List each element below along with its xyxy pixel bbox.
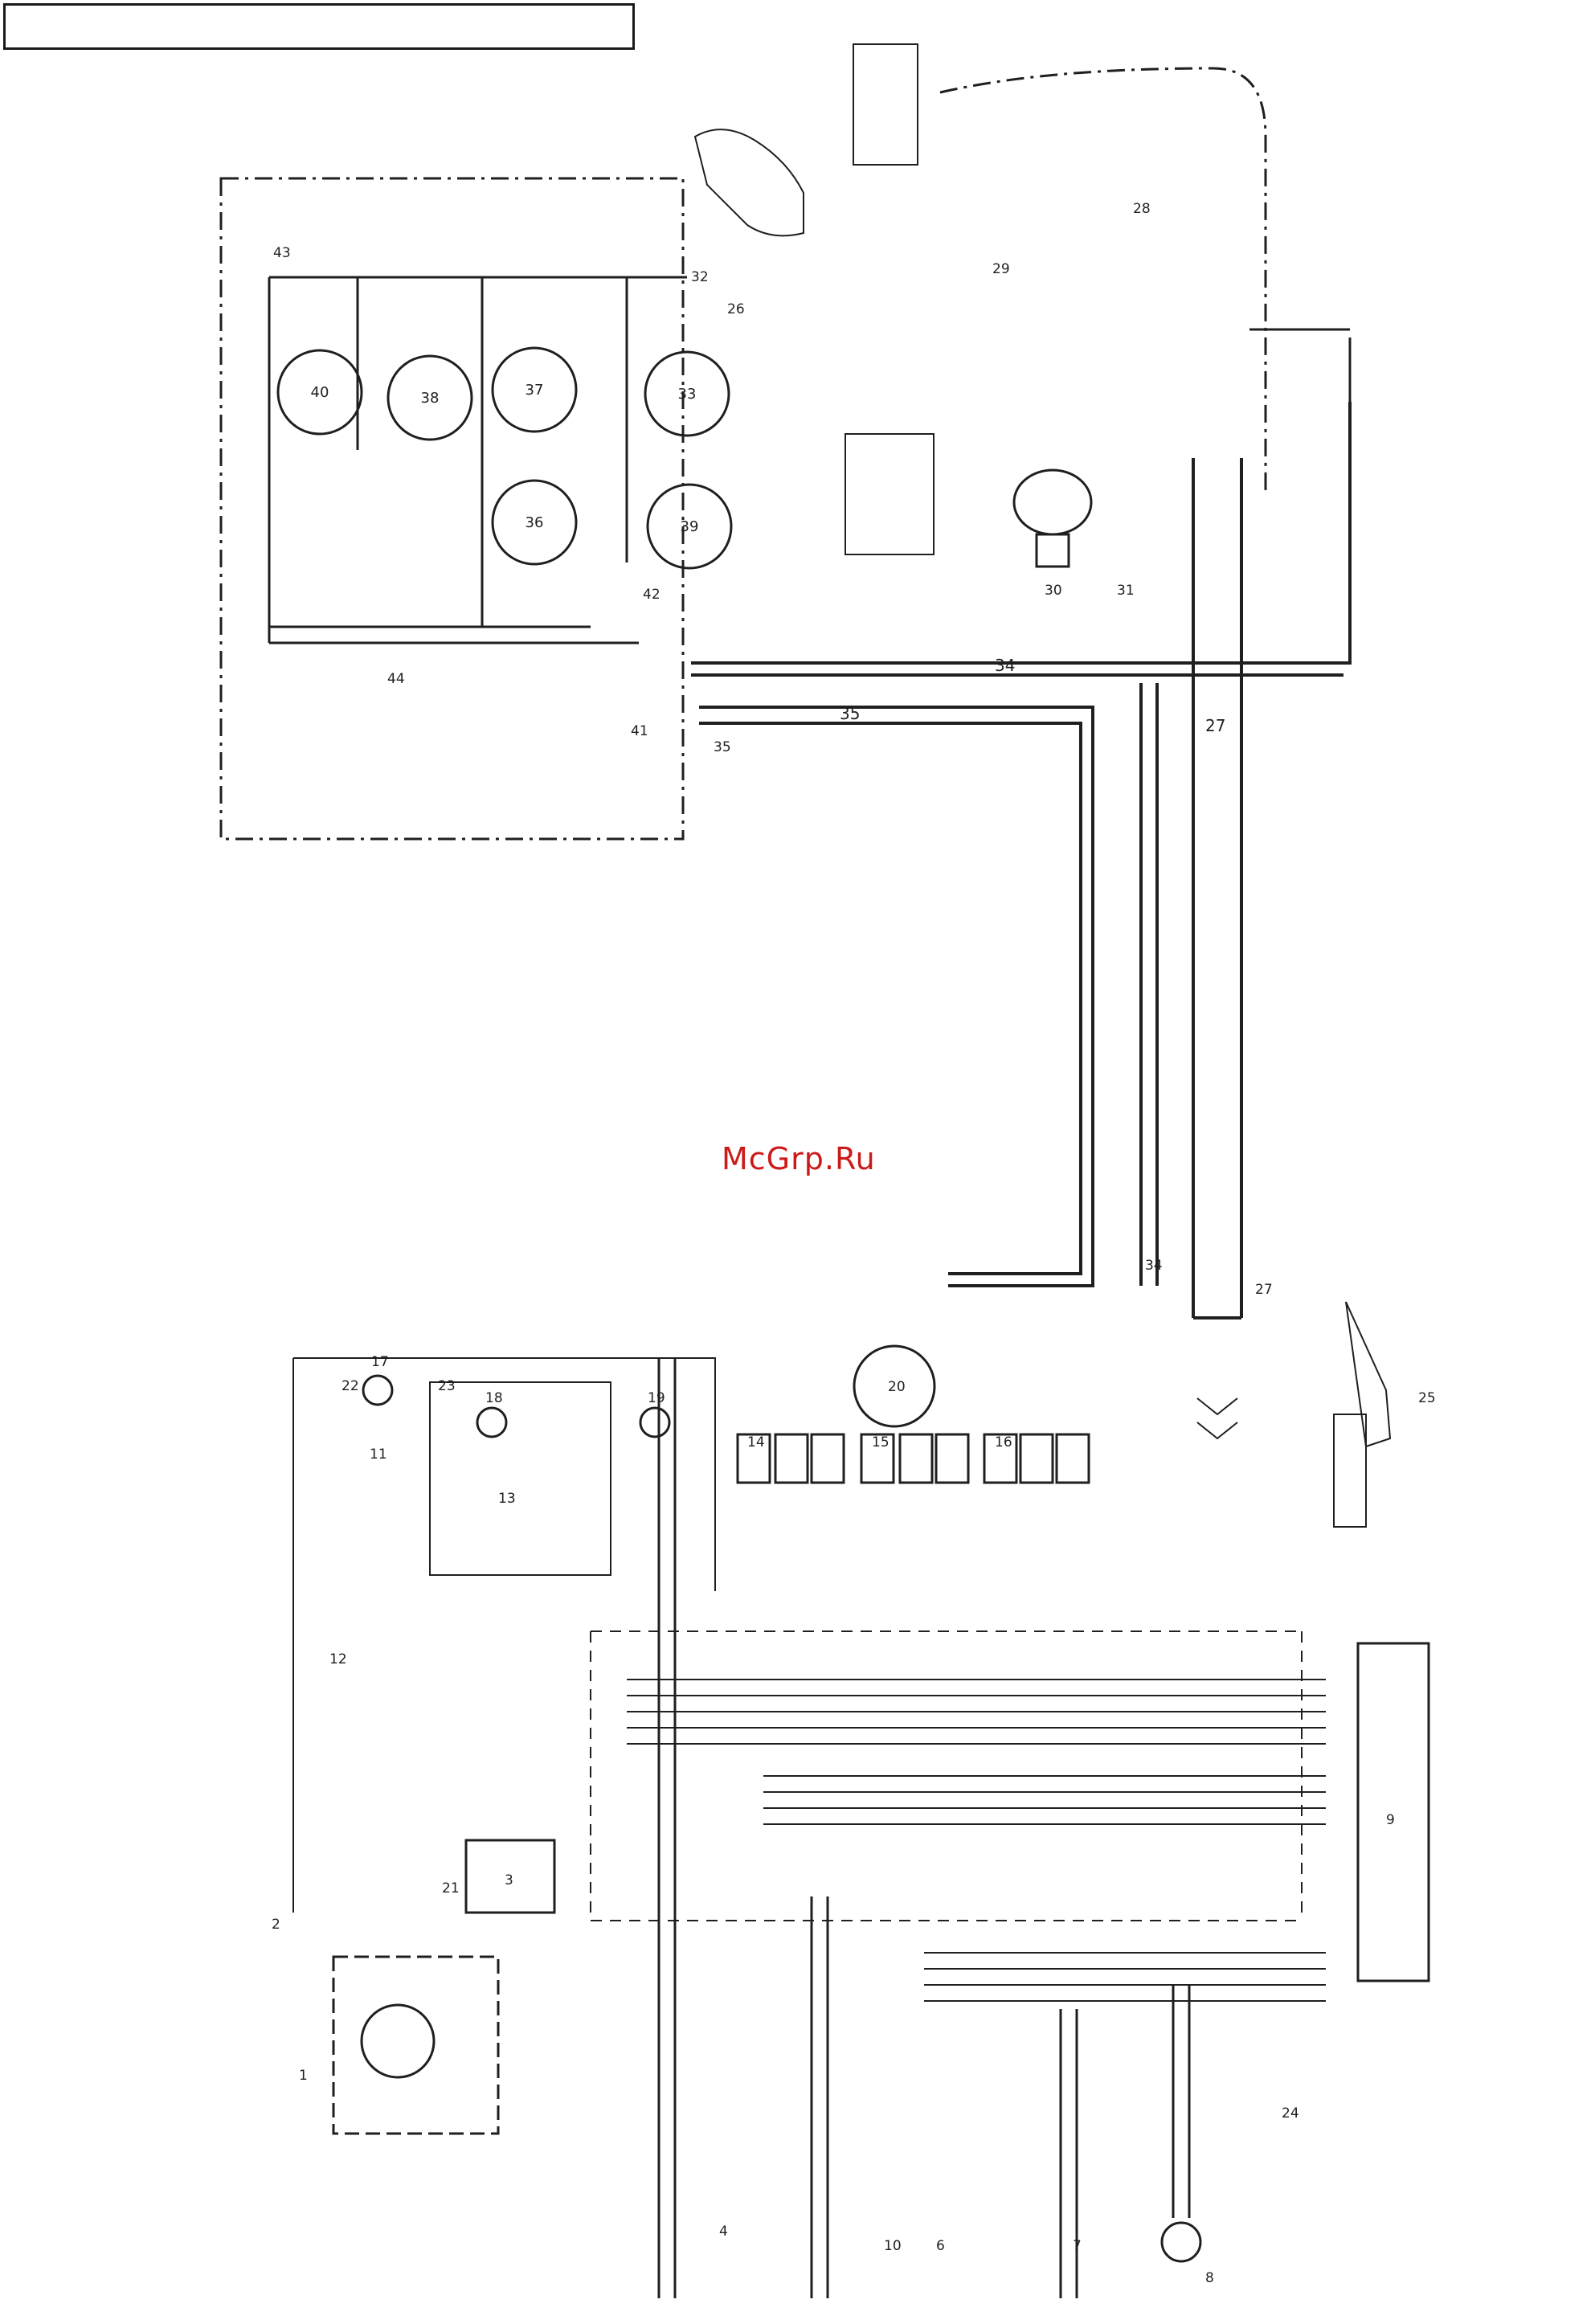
component-label: 16: [995, 1434, 1012, 1450]
component-label: 26: [727, 301, 745, 317]
component-label: 9: [1386, 1812, 1395, 1828]
component-label: 4: [719, 2224, 728, 2240]
component-label: 20: [888, 1379, 906, 1395]
component-label: 7: [1073, 2238, 1082, 2254]
component-label: 13: [498, 1491, 516, 1507]
component-label: 8: [1205, 2270, 1214, 2286]
component-label: 35: [714, 739, 731, 755]
gauge-label: 36: [526, 514, 544, 531]
legend-table-1: [853, 44, 918, 165]
legend-table-2: [845, 434, 934, 554]
component-label: 43: [273, 245, 291, 261]
component-label: 18: [485, 1390, 503, 1406]
harness-35: [699, 707, 1093, 1286]
component-label: 32: [691, 269, 709, 285]
generator-1: [362, 2005, 434, 2077]
frame-boundary: [940, 68, 1266, 492]
component-label: 14: [747, 1434, 765, 1450]
component-label: 31: [1117, 583, 1135, 599]
component-label: 21: [442, 1880, 460, 1896]
sensor-8: [1162, 2223, 1200, 2261]
harness-label: 27: [1205, 716, 1225, 735]
lamp-19: [640, 1408, 669, 1437]
component-label: 3: [505, 1872, 513, 1888]
component-label: 15: [872, 1434, 890, 1450]
gauge-label: 37: [526, 382, 544, 399]
gauge-label: 33: [678, 386, 697, 403]
component-label: 10: [884, 2238, 902, 2254]
harness-label: 34: [995, 656, 1015, 675]
component-label: 22: [341, 1378, 359, 1394]
gauge-label: 39: [681, 518, 699, 535]
fuel-tank-outline: [695, 129, 804, 235]
component-label: 2: [272, 1917, 280, 1933]
component-label: 41: [631, 723, 648, 739]
gauge-label: 38: [421, 390, 440, 407]
component-label: 6: [936, 2238, 945, 2254]
watermark-text: McGrp.Ru: [722, 1141, 876, 1176]
component-label: 24: [1282, 2105, 1299, 2121]
component-label: 1: [299, 2068, 308, 2084]
component-label: 34: [1145, 1258, 1163, 1274]
component-label: 23: [438, 1378, 456, 1394]
component-label: 12: [329, 1651, 347, 1667]
component-label: 30: [1045, 583, 1062, 599]
component-label: 27: [1255, 1282, 1273, 1298]
lamp-18: [477, 1408, 506, 1437]
harness-27: [1193, 458, 1241, 1318]
gauge-label: 40: [311, 384, 329, 401]
component-label: 29: [992, 261, 1010, 277]
component-label: 25: [1418, 1390, 1436, 1406]
ignition-boundary: [333, 1957, 498, 2134]
component-label: 11: [370, 1446, 387, 1463]
component-label: 19: [648, 1390, 665, 1406]
component-25-outline: [1334, 1302, 1390, 1527]
component-label: 28: [1133, 201, 1151, 217]
component-label: 44: [387, 671, 405, 687]
lamp-17: [363, 1376, 392, 1405]
component-label: 17: [371, 1354, 389, 1370]
component-label: 42: [643, 587, 660, 603]
harness-label: 35: [840, 704, 860, 723]
